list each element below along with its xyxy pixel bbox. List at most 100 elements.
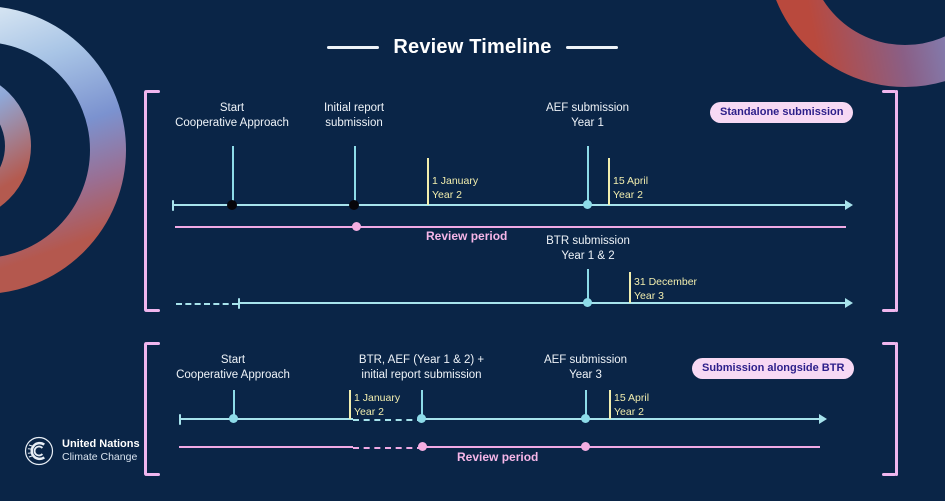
title-rule-right — [565, 46, 618, 49]
date-line2: Year 2 — [613, 189, 643, 201]
event-label-line1: Start — [220, 354, 246, 366]
event-label-line1: Start — [219, 102, 245, 114]
section-2-tick-aef-year3 — [585, 390, 587, 419]
section-2-event-label-0: Start Cooperative Approach — [153, 353, 313, 383]
section-2-bracket-right — [881, 342, 898, 476]
section-2-dot-start-cooperative — [229, 414, 238, 423]
section-2-dot-aef-year3 — [581, 414, 590, 423]
section-2-badge: Submission alongside BTR — [692, 358, 855, 379]
section-1-btr-axis-arrow-icon — [845, 298, 853, 308]
section-2-review-period-label: Review period — [457, 450, 539, 464]
section-1-date-label-2: 31 December Year 3 — [634, 275, 697, 303]
section-2-axis-right — [423, 418, 820, 420]
section-1-dot-btr-submission — [583, 298, 592, 307]
section-1-event-label-3: BTR submission Year 1 & 2 — [518, 234, 658, 264]
event-label-line2: Cooperative Approach — [175, 117, 289, 129]
section-1-tick-start-cooperative — [232, 146, 234, 205]
event-label-line1: AEF submission — [545, 102, 630, 114]
section-2-tick-15-april — [609, 390, 611, 419]
section-1-badge: Standalone submission — [710, 102, 854, 123]
date-line1: 15 April — [614, 392, 650, 404]
bracket-arm-top — [882, 90, 896, 93]
date-line2: Year 2 — [354, 406, 384, 418]
unfccc-globe-icon — [24, 436, 54, 466]
section-1-bracket-right — [881, 90, 898, 312]
event-label-line2: Cooperative Approach — [176, 369, 290, 381]
section-2-date-label-1: 15 April Year 2 — [614, 391, 649, 419]
date-line1: 1 January — [354, 392, 401, 404]
section-1-date-label-0: 1 January Year 2 — [432, 174, 478, 202]
section-2-review-line-left — [179, 446, 353, 448]
unfccc-logo: United Nations Climate Change — [24, 436, 140, 466]
section-1-date-label-1: 15 April Year 2 — [613, 174, 648, 202]
date-line1: 15 April — [613, 175, 649, 187]
section-2-axis-left — [179, 418, 353, 420]
section-2-tick-btr-aef-initial-report — [421, 390, 423, 419]
section-2-review-line-right — [423, 446, 820, 448]
page-title-text: Review Timeline — [393, 36, 552, 58]
section-1-tick-1-january — [427, 158, 429, 205]
bracket-line — [144, 90, 147, 312]
section-2-tick-1-january — [349, 390, 351, 419]
logo-line-1: United Nations — [62, 438, 140, 450]
section-1-dot-start-cooperative — [227, 200, 237, 210]
event-label-line1: AEF submission — [543, 354, 628, 366]
section-2-review-dot-start — [418, 442, 427, 451]
section-2-event-label-2: AEF submission Year 3 — [513, 353, 658, 383]
event-label-line1: BTR submission — [546, 235, 630, 247]
section-1-tick-15-april — [608, 158, 610, 205]
logo-text: United Nations Climate Change — [62, 438, 140, 464]
bracket-arm-bottom — [882, 473, 896, 476]
section-1-dot-initial-report — [349, 200, 359, 210]
section-2-review-line-dash — [353, 447, 423, 449]
section-1-axis — [172, 204, 846, 206]
bracket-line — [895, 90, 898, 312]
date-line1: 1 January — [432, 175, 479, 187]
section-2-review-dot-end — [581, 442, 590, 451]
bracket-line — [144, 342, 147, 476]
event-label-line2: submission — [325, 117, 383, 129]
date-line2: Year 2 — [614, 406, 644, 418]
section-1-tick-btr-submission — [587, 269, 589, 303]
section-2-axis-dash — [353, 419, 423, 421]
section-1-event-label-0: Start Cooperative Approach — [152, 101, 312, 131]
date-line1: 31 December — [634, 276, 698, 288]
section-2-axis-arrow-icon — [819, 414, 827, 424]
section-1-btr-axis — [239, 302, 846, 304]
section-1-event-label-1: Initial report submission — [294, 101, 414, 131]
event-label-line2: initial report submission — [361, 369, 482, 381]
event-label-line1: BTR, AEF (Year 1 & 2) + — [358, 354, 485, 366]
section-1-axis-arrow-icon — [845, 200, 853, 210]
section-2-bracket-left — [144, 342, 161, 476]
section-1-review-line — [175, 226, 846, 228]
section-2-event-label-1: BTR, AEF (Year 1 & 2) + initial report s… — [334, 353, 509, 383]
bracket-arm-bottom — [146, 473, 160, 476]
bracket-arm-top — [146, 90, 160, 93]
section-1-review-dot — [352, 222, 361, 231]
bracket-arm-top — [882, 342, 896, 345]
bracket-arm-top — [146, 342, 160, 345]
date-line2: Year 2 — [432, 189, 462, 201]
section-2-date-label-0: 1 January Year 2 — [354, 391, 400, 419]
event-label-line2: Year 1 & 2 — [561, 250, 615, 262]
event-label-line2: Year 1 — [571, 117, 604, 129]
bracket-line — [895, 342, 898, 476]
title-rule-left — [327, 46, 380, 49]
section-1-event-label-2: AEF submission Year 1 — [515, 101, 660, 131]
date-line2: Year 3 — [634, 290, 664, 302]
section-1-tick-31-december — [629, 272, 631, 303]
section-1-tick-aef-year1 — [587, 146, 589, 205]
bracket-arm-bottom — [882, 309, 896, 312]
section-1-review-period-label: Review period — [426, 229, 508, 243]
bracket-arm-bottom — [146, 309, 160, 312]
event-label-line1: Initial report — [323, 102, 385, 114]
section-1-bracket-left — [144, 90, 161, 312]
logo-line-2: Climate Change — [62, 451, 138, 463]
section-2-dot-btr-aef-initial-report — [417, 414, 426, 423]
page-title: Review Timeline — [0, 36, 945, 59]
section-1-btr-axis-dash — [176, 303, 238, 305]
section-2-tick-start-cooperative — [233, 390, 235, 419]
event-label-line2: Year 3 — [569, 369, 602, 381]
section-1-dot-aef-year1 — [583, 200, 592, 209]
